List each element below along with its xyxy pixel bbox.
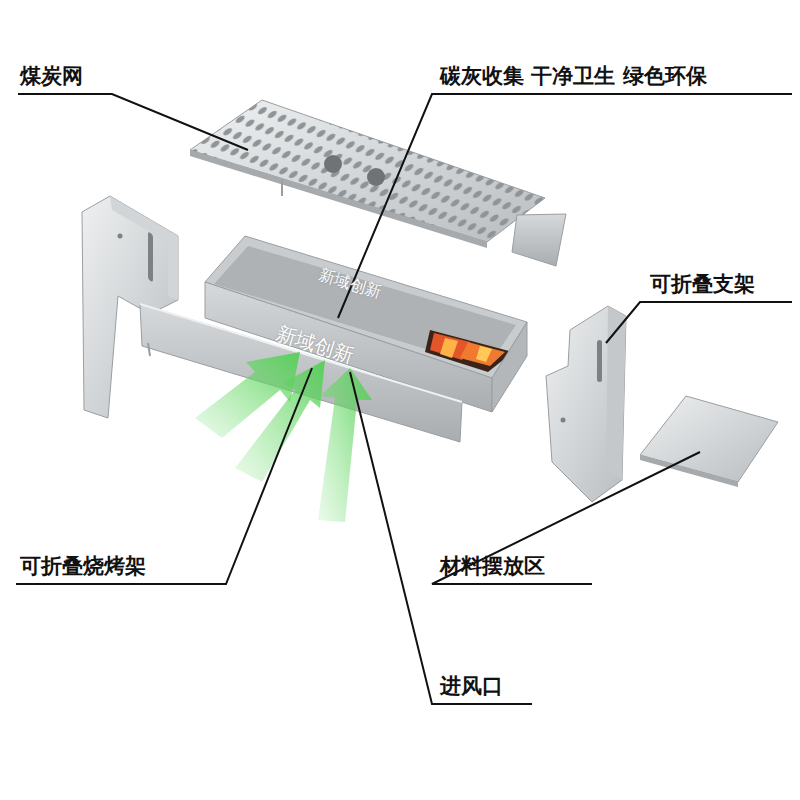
left-stand bbox=[82, 196, 178, 418]
part-label: 进风口 bbox=[440, 674, 503, 699]
right-stand bbox=[546, 306, 626, 502]
charcoal-mesh bbox=[150, 80, 570, 280]
material-plate bbox=[640, 396, 778, 487]
part-label: 可折叠支架 bbox=[650, 272, 755, 297]
part-label: 可折叠烧烤架 bbox=[20, 554, 146, 579]
part-label: 材料摆放区 bbox=[440, 554, 545, 579]
leader-lines bbox=[16, 94, 792, 704]
part-label: 煤炭网 bbox=[20, 64, 83, 89]
grill-side-panel bbox=[140, 304, 462, 442]
feature-label: 碳灰收集 干净卫生 绿色环保 bbox=[440, 64, 707, 89]
